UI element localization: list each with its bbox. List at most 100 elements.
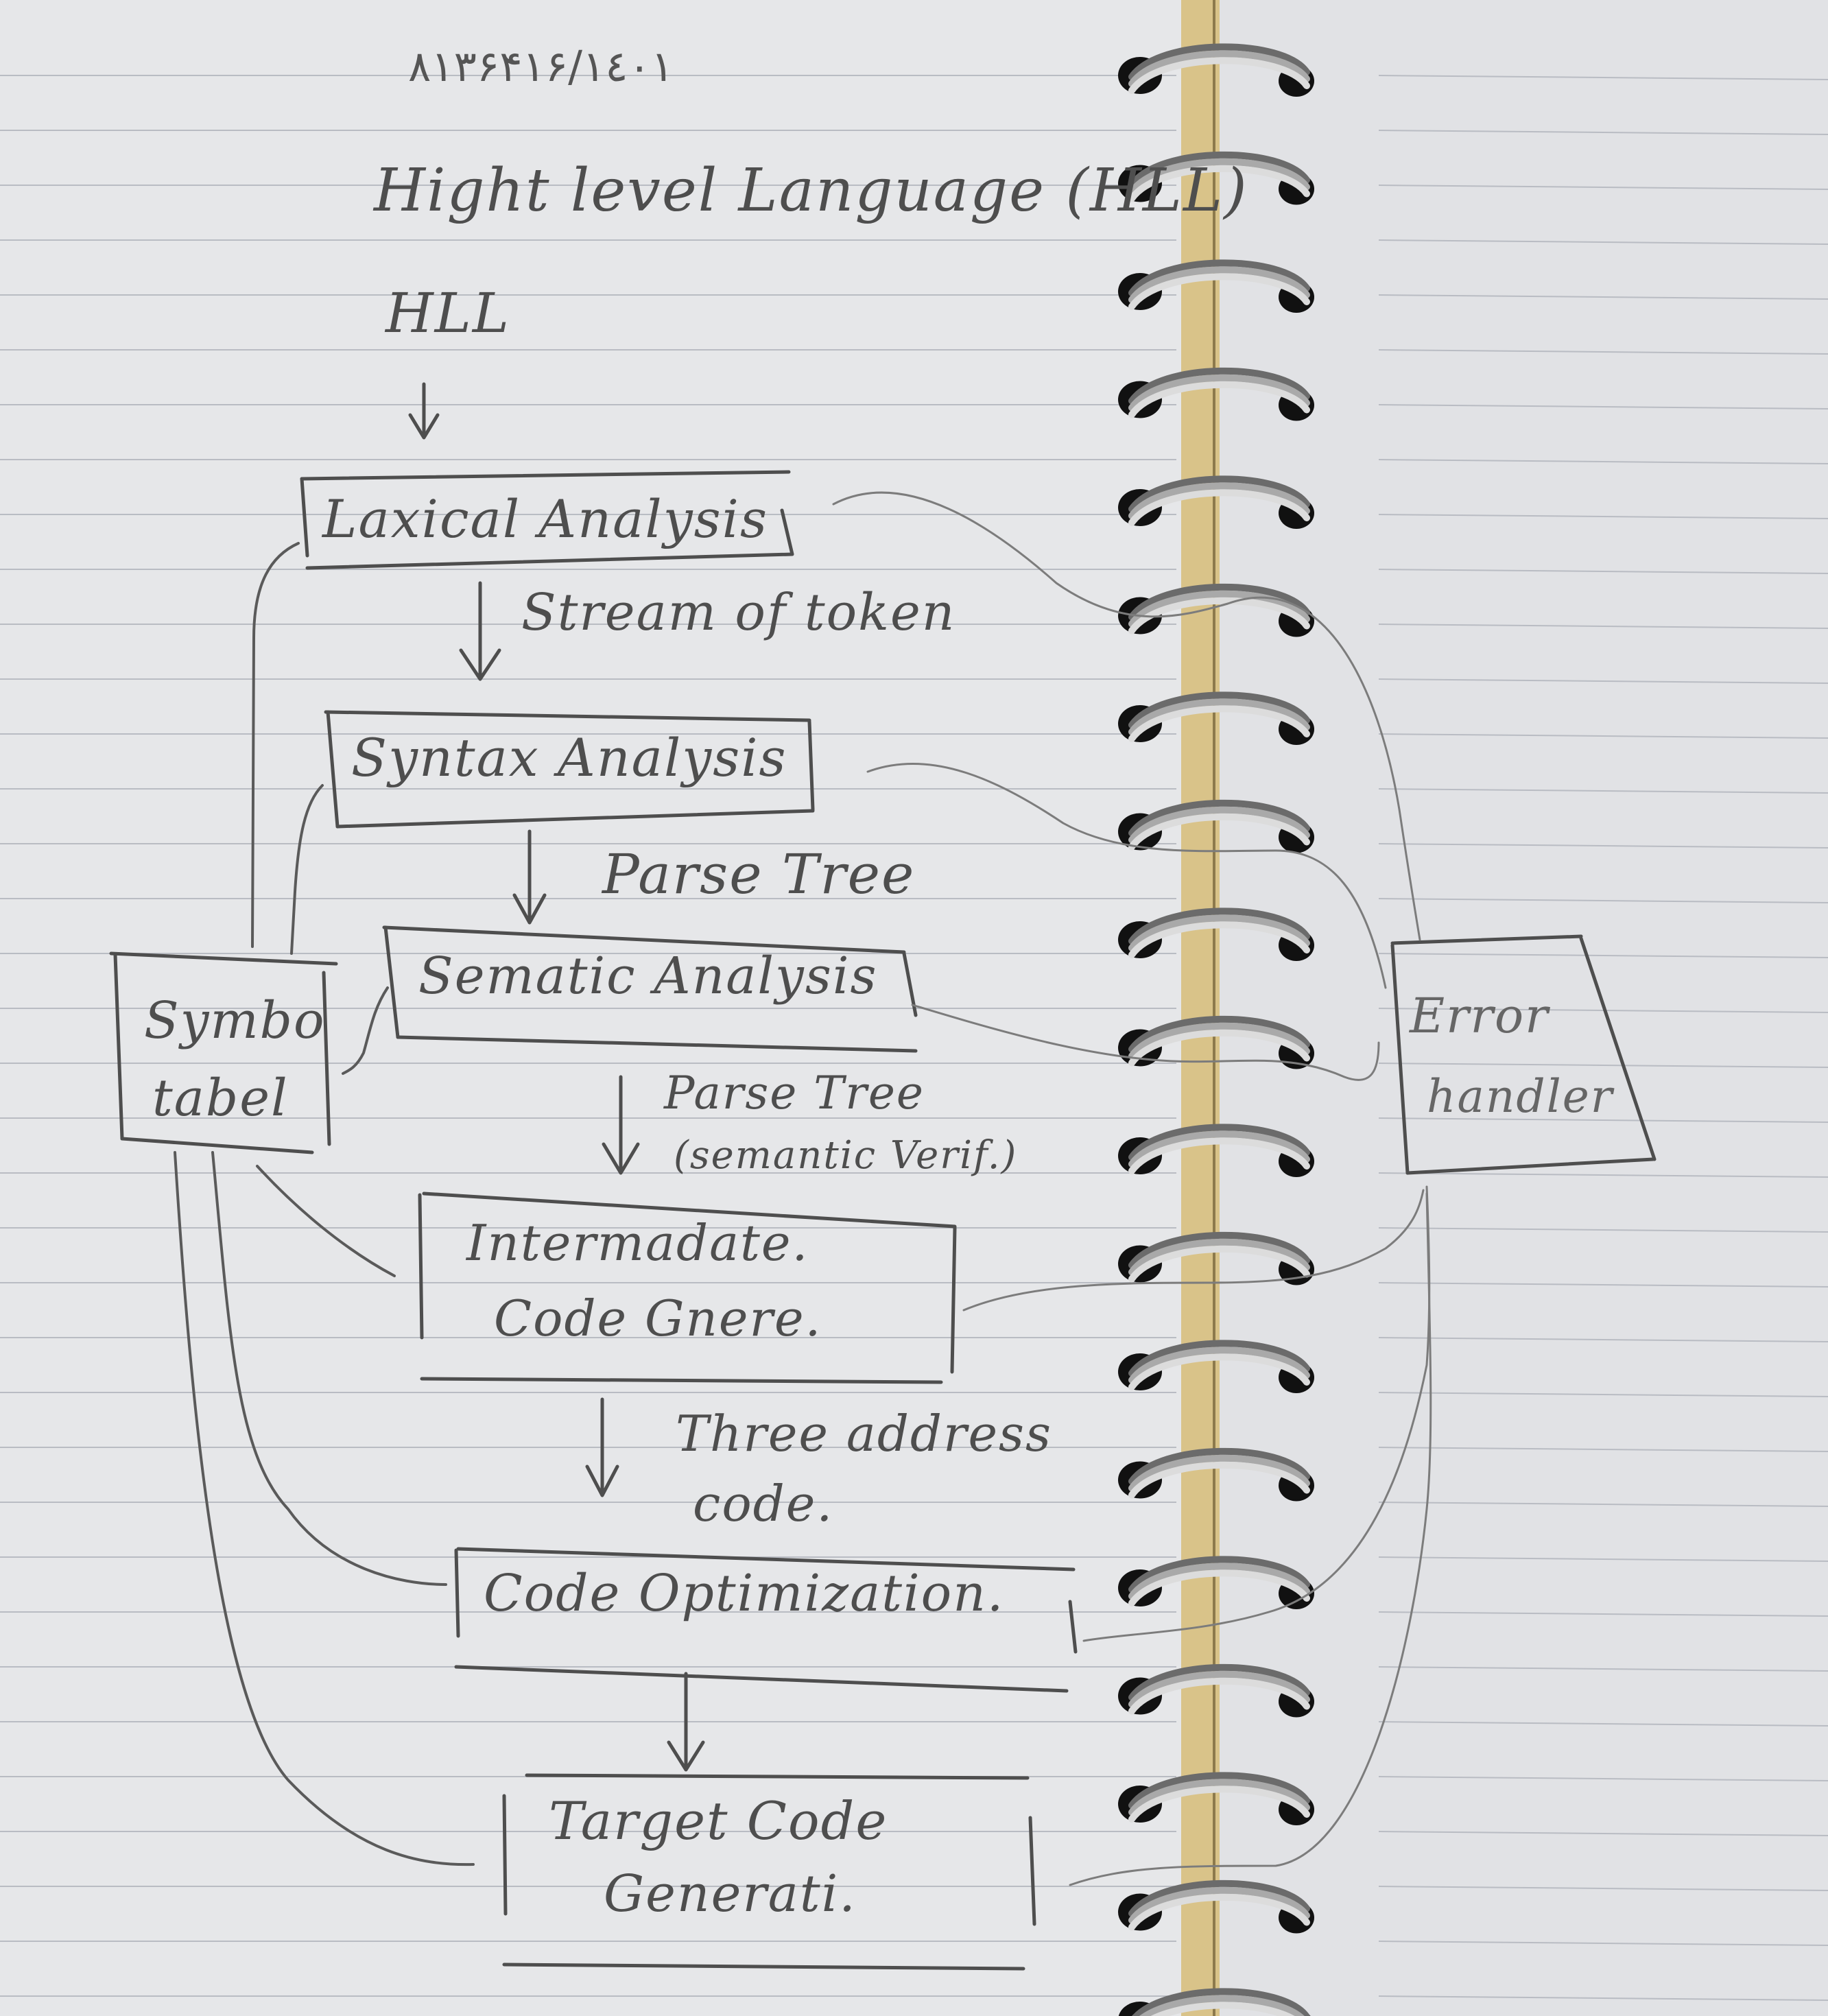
rule-line: [1378, 1447, 1828, 1452]
header-date: ۸۱۳۶۴۱۶/١٤٠١: [408, 41, 674, 91]
syntax-analysis-box: [324, 710, 815, 829]
rule-line: [1378, 1392, 1828, 1397]
rule-line: [1378, 1227, 1828, 1233]
error-link-syntax: [866, 762, 1387, 989]
three-address-label-2: code.: [693, 1475, 834, 1532]
rule-line: [1378, 404, 1828, 410]
rule-line: [1378, 294, 1828, 300]
error-handler-label-2: handler: [1427, 1070, 1614, 1123]
rule-line: [1378, 898, 1828, 903]
rule-line: [1378, 1666, 1828, 1672]
rule-line: [1378, 733, 1828, 739]
spiral-coil: [1118, 583, 1314, 637]
target-code-box: [502, 1773, 1036, 1971]
rule-line: [1378, 569, 1828, 574]
spiral-coil: [1118, 151, 1314, 205]
arrow-optimization-to-target: [667, 1672, 705, 1772]
arrow-semantic-to-intermediate: [602, 1075, 640, 1175]
spiral-coil: [1118, 1663, 1314, 1718]
spiral-coil: [1118, 799, 1314, 853]
intermediate-label-2: Code Gnere.: [494, 1290, 822, 1347]
rule-line: [1378, 953, 1828, 958]
symbol-link-semantic: [342, 986, 389, 1075]
rule-line: [1378, 1282, 1828, 1288]
code-optimization-box: [454, 1547, 1078, 1693]
spiral-coil: [1118, 1231, 1314, 1285]
rule-line: [1378, 185, 1828, 190]
rule-line: [1378, 1776, 1828, 1781]
rule-line: [1378, 1886, 1828, 1891]
intermediate-code-box: [418, 1191, 957, 1384]
symbol-table-box: [109, 951, 338, 1154]
error-link-lexical: [832, 491, 1421, 941]
spiral-binding: [1118, 43, 1314, 2016]
spiral-coil: [1118, 367, 1314, 421]
intermediate-label-1: Intermadate.: [466, 1214, 809, 1272]
rule-line: [1378, 1117, 1828, 1123]
lexical-analysis-box: [300, 470, 794, 570]
rule-line: [1378, 349, 1828, 355]
spiral-coil: [1118, 475, 1314, 529]
arrow-syntax-to-semantic: [512, 829, 547, 925]
error-link-intermediate: [962, 1189, 1425, 1312]
spiral-coil: [1118, 1124, 1314, 1177]
symbol-link-optimization: [211, 1151, 447, 1586]
rule-line: [1378, 75, 1828, 80]
semantic-analysis-label: Sematic Analysis: [418, 947, 878, 1006]
error-link-semantic: [911, 1004, 1380, 1081]
symbol-link-syntax: [290, 784, 324, 955]
rule-line: [1378, 130, 1828, 135]
rule-line: [1378, 678, 1828, 684]
source-label-hll: HLL: [385, 281, 511, 345]
rule-line: [1378, 1721, 1828, 1727]
rule-line: [1378, 1941, 1828, 1946]
spiral-coil: [1118, 908, 1314, 961]
rule-line: [1378, 1556, 1828, 1562]
semantic-tree-label-1: Parse Tree: [664, 1067, 925, 1119]
rule-line: [1378, 1172, 1828, 1178]
spiral-coil: [1118, 1556, 1314, 1609]
ruled-lines: [0, 75, 1828, 2001]
symbol-link-target: [174, 1151, 475, 1866]
rule-line: [1378, 239, 1828, 245]
arrow-lexical-to-syntax: [459, 581, 501, 681]
semantic-tree-label-2: (semantic Verif.): [674, 1133, 1018, 1178]
spiral-coil: [1118, 691, 1314, 745]
symbol-link-lexical: [251, 542, 300, 948]
rule-line: [1378, 1831, 1828, 1836]
rule-line: [1378, 459, 1828, 464]
error-handler-label-1: Error: [1410, 988, 1550, 1044]
lexical-analysis-label: Laxical Analysis: [322, 488, 768, 549]
symbol-link-intermediate: [256, 1165, 396, 1277]
spiral-coil: [1118, 1340, 1314, 1393]
page-title: Hight level Language (HLL): [374, 156, 1248, 225]
right-page: [1220, 0, 1828, 2016]
arrow-hll-to-lexical: [408, 382, 440, 440]
rule-line: [1378, 1995, 1828, 2001]
symbol-table-label-2: tabel: [152, 1069, 289, 1128]
arrow-intermediate-to-optimization: [585, 1397, 619, 1497]
spiral-coil: [1118, 1447, 1314, 1502]
spiral-coil: [1118, 43, 1314, 97]
three-address-label-1: Three address: [676, 1405, 1052, 1462]
target-code-label-1: Target Code: [549, 1790, 888, 1851]
rule-line: [1378, 788, 1828, 794]
rule-line: [1378, 1337, 1828, 1342]
syntax-analysis-label: Syntax Analysis: [351, 727, 787, 788]
target-code-label-2: Generati.: [604, 1864, 857, 1923]
rule-line: [1378, 1502, 1828, 1507]
rule-line: [1378, 624, 1828, 629]
code-optimization-label: Code Optimization.: [484, 1564, 1005, 1623]
spiral-coil: [1118, 1879, 1314, 1934]
rule-line: [1378, 1611, 1828, 1617]
parse-tree-label: Parse Tree: [602, 842, 916, 906]
rule-line: [1378, 843, 1828, 849]
error-handler-box: [1390, 934, 1657, 1175]
tokens-label: Stream of token: [521, 583, 956, 642]
rule-line: [1378, 1063, 1828, 1068]
rule-line: [1378, 514, 1828, 519]
error-link-target: [1069, 1192, 1432, 1886]
spiral-coil: [1118, 1772, 1314, 1825]
spiral-coil: [1118, 259, 1314, 313]
